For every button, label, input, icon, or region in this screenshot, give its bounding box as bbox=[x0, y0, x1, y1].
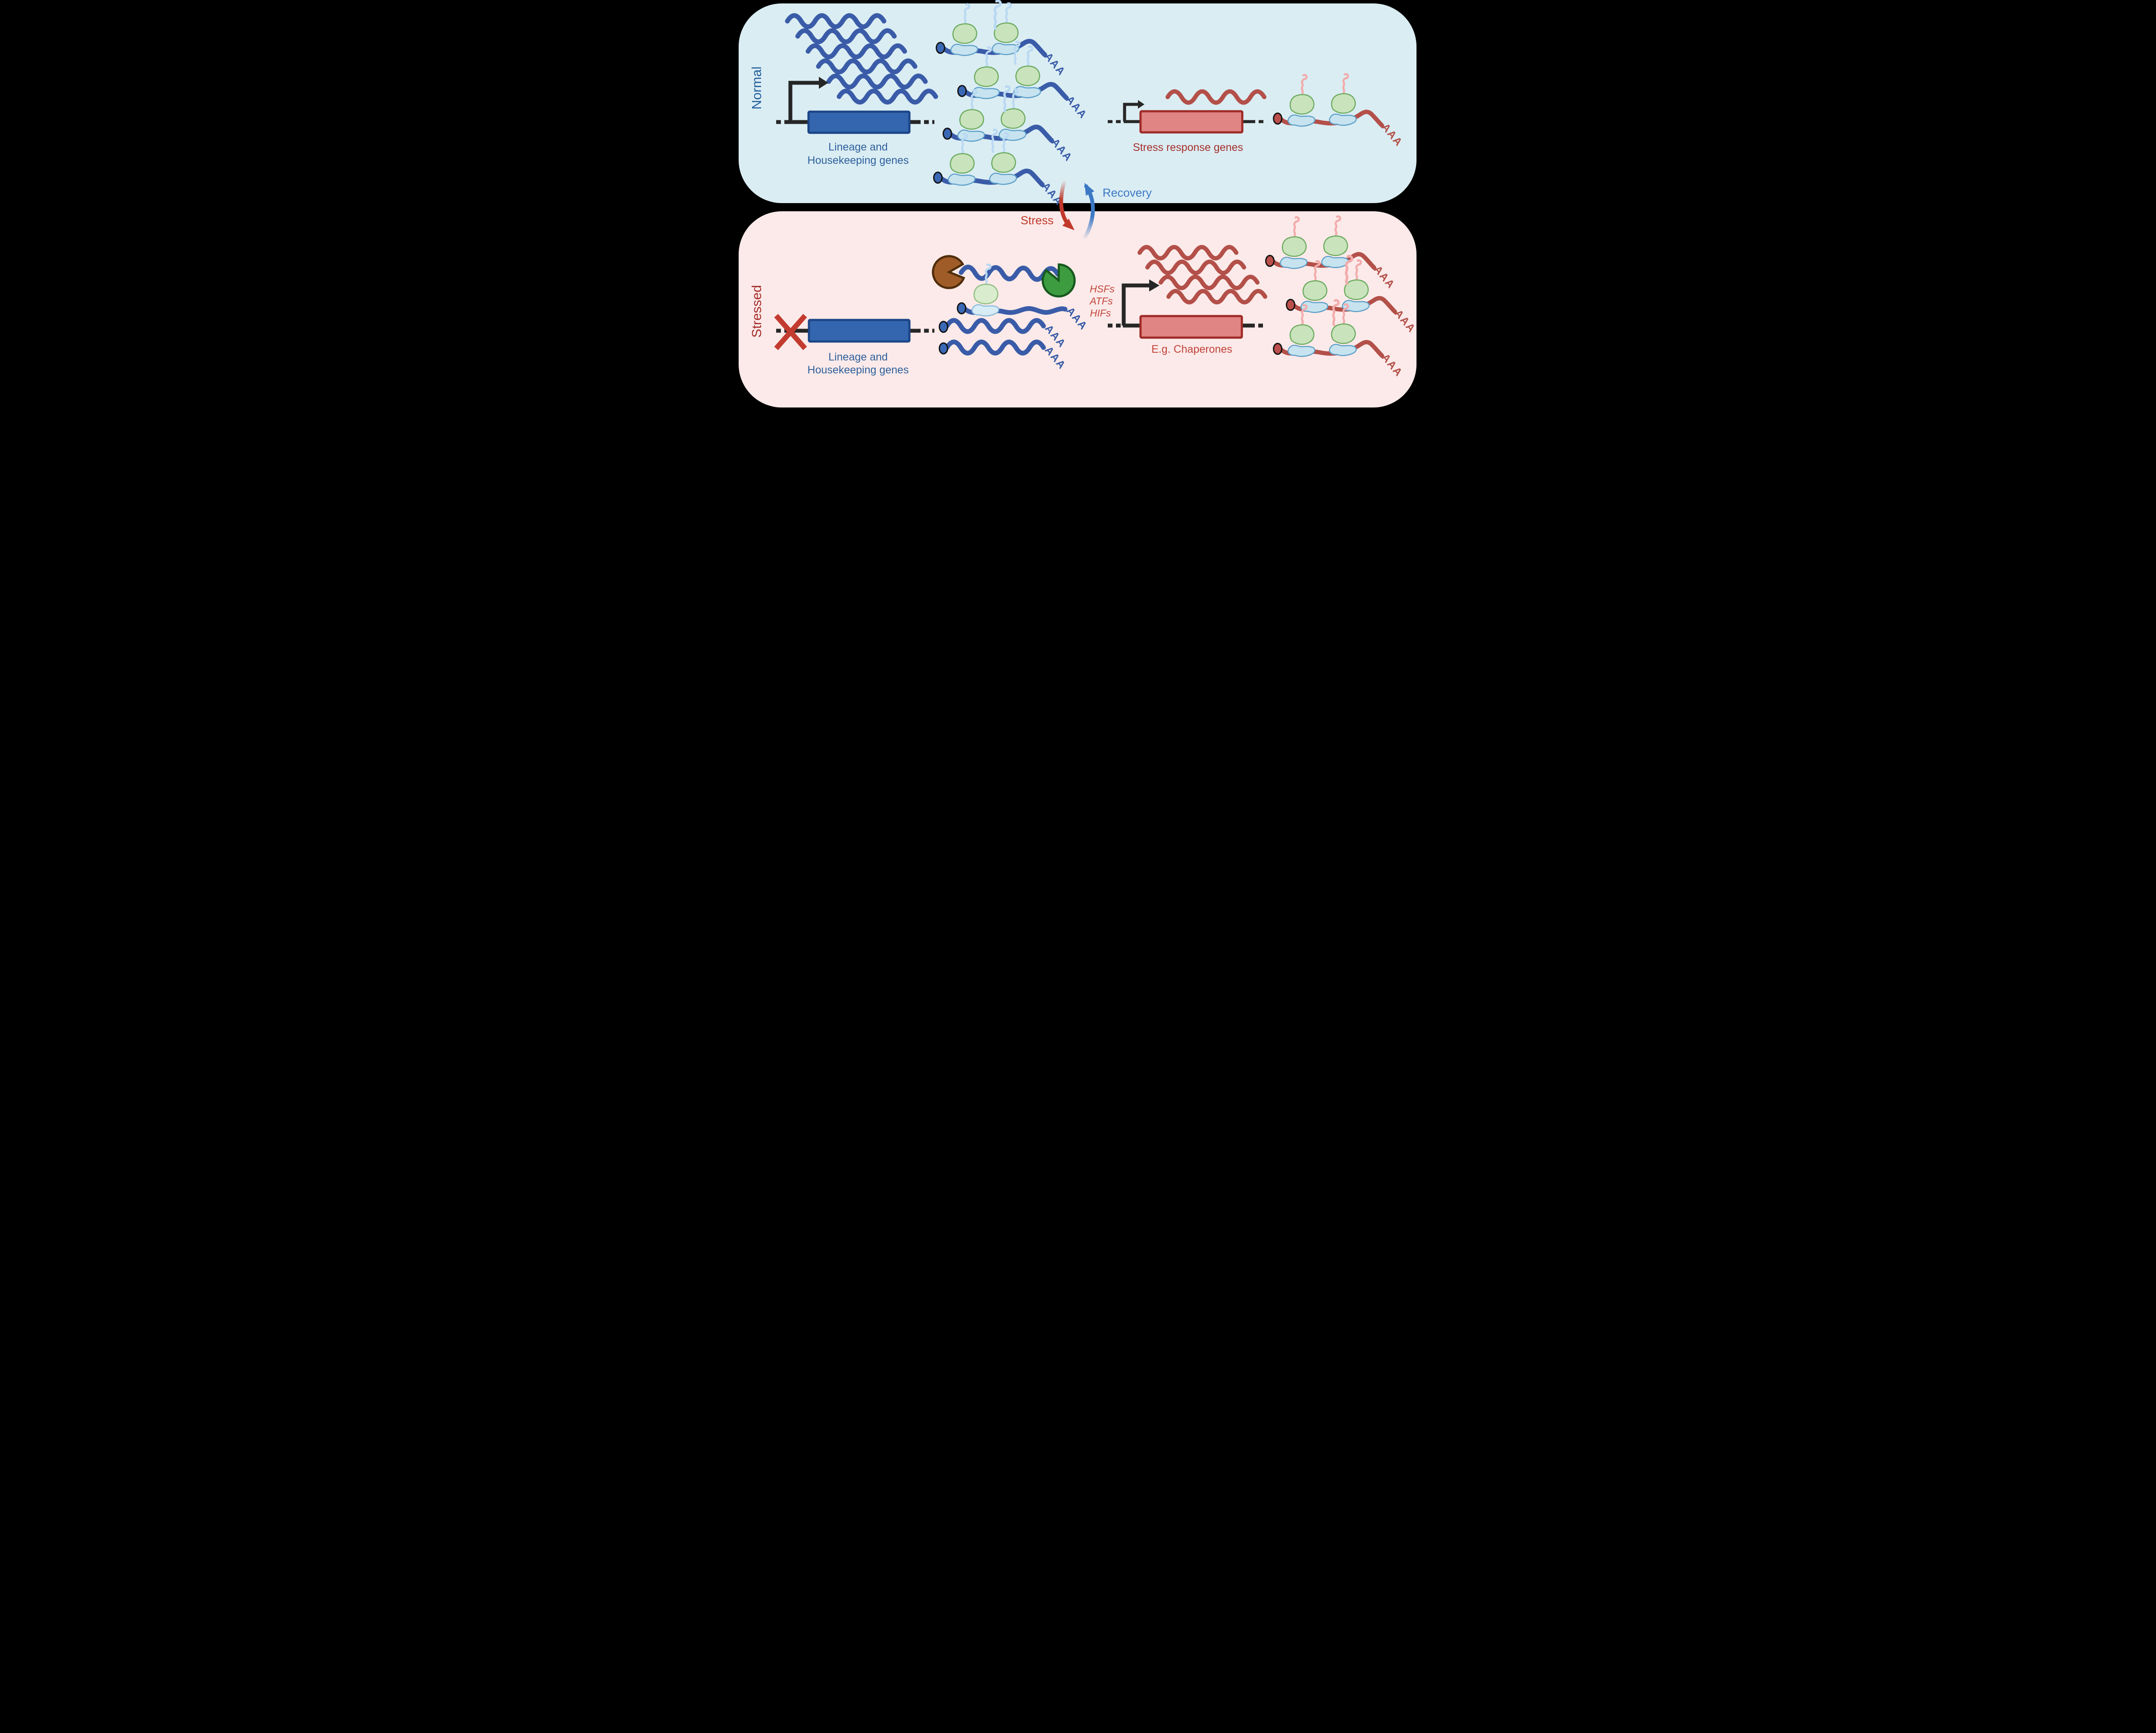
panel-stressed-title: Stressed bbox=[749, 285, 764, 338]
promoter-arrowhead-icon bbox=[819, 77, 828, 89]
stress-response-gene-label: Stress response genes bbox=[1133, 141, 1243, 154]
panel-stressed: Stressed Lineage and Housekeeping genes bbox=[739, 211, 1418, 407]
housekeeping-gene-stressed: Lineage and Housekeeping genes bbox=[774, 314, 934, 376]
gene-expression-diagram: AAA AAA AAA Normal bbox=[739, 0, 1422, 407]
panel-normal-title: Normal bbox=[749, 66, 764, 110]
stress-response-gene-normal: Stress response genes bbox=[1108, 91, 1266, 154]
promoter-arrow-icon bbox=[1122, 283, 1150, 326]
gene-box-stress-response bbox=[1139, 315, 1243, 339]
transcription-blocked-x-icon bbox=[774, 314, 807, 350]
mrna-degradation-scene bbox=[932, 255, 1076, 298]
housekeeping-gene-label-line1: Lineage and bbox=[828, 351, 888, 363]
figure-canvas: AAA AAA AAA Normal bbox=[734, 0, 1422, 433]
5prime-exonuclease-icon bbox=[932, 255, 965, 289]
stress-arrow bbox=[1059, 178, 1075, 230]
housekeeping-gene-label-line1: Lineage and bbox=[828, 141, 888, 153]
gene-box-stress-response bbox=[1139, 110, 1244, 134]
3prime-exonuclease-icon bbox=[1041, 263, 1076, 298]
transcription-factor-label-atfs: ATFs bbox=[1089, 295, 1113, 307]
promoter-arrowhead-icon bbox=[1138, 100, 1144, 109]
panel-stressed-background bbox=[739, 211, 1416, 407]
recovery-arrowhead-icon bbox=[1084, 183, 1094, 196]
state-transition-arrows: Stress Recovery bbox=[1021, 178, 1152, 241]
stress-response-gene-stressed: HSFs ATFs HIFs E.g. Chaperones bbox=[1089, 247, 1266, 355]
promoter-arrow-icon bbox=[788, 81, 819, 122]
gene-box-housekeeping bbox=[807, 110, 911, 134]
chaperone-gene-label: E.g. Chaperones bbox=[1151, 343, 1232, 355]
mrna-cap-icon bbox=[957, 302, 966, 314]
recovery-transition-label: Recovery bbox=[1103, 186, 1152, 199]
housekeeping-gene-label-line2: Housekeeping genes bbox=[808, 154, 909, 166]
housekeeping-gene-normal: Lineage and Housekeeping genes bbox=[776, 77, 934, 166]
stress-arrowhead-icon bbox=[1062, 219, 1075, 230]
gene-box-housekeeping bbox=[808, 319, 911, 343]
housekeeping-gene-label-line2: Housekeeping genes bbox=[808, 364, 909, 376]
promoter-arrowhead-icon bbox=[1149, 279, 1159, 291]
recovery-arrow bbox=[1082, 183, 1095, 241]
panel-normal: Normal Lineage and Housekeeping genes bbox=[739, 1, 1416, 208]
stress-transition-label: Stress bbox=[1021, 214, 1054, 227]
promoter-arrow-icon bbox=[1123, 103, 1138, 122]
transcription-factor-label-hsfs: HSFs bbox=[1090, 283, 1115, 295]
transcription-factor-label-hifs: HIFs bbox=[1090, 307, 1111, 319]
